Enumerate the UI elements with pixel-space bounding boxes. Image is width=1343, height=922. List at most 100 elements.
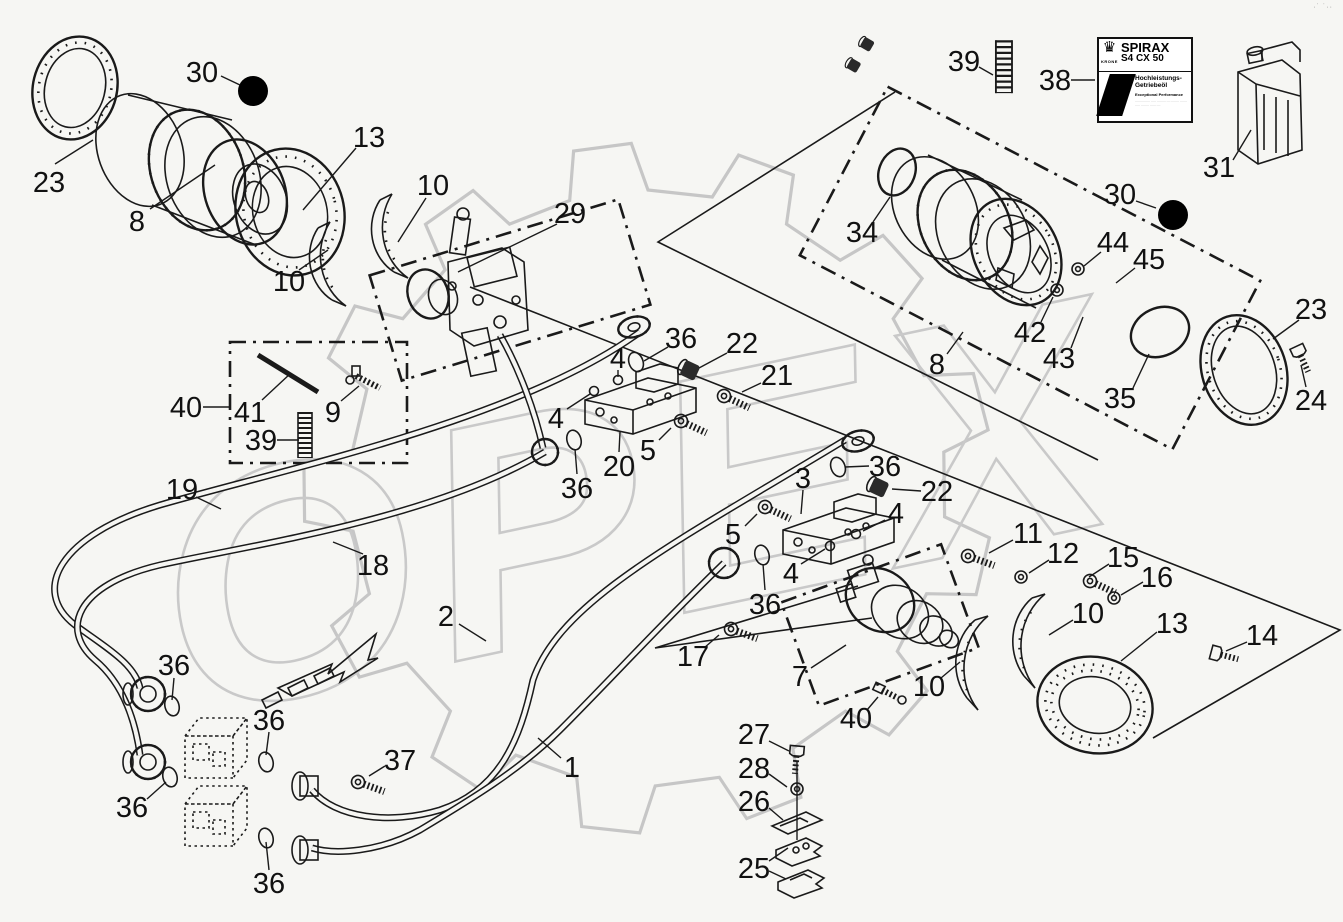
callout-leader <box>298 249 329 271</box>
callout-leader <box>744 513 758 527</box>
fitting-40 <box>871 681 907 705</box>
hydraulic-motor-7 <box>835 554 960 649</box>
callout-leader <box>1300 364 1307 388</box>
callout-label: 10 <box>273 266 305 298</box>
oil-canister-31 <box>1237 41 1303 165</box>
phantom-manifold-block <box>183 783 249 847</box>
callout-leader <box>265 841 270 871</box>
callout-label: 36 <box>253 705 285 737</box>
drive-motor-8-right <box>890 154 1063 309</box>
clamp-half-25 <box>775 837 826 899</box>
callout-leader <box>810 644 847 669</box>
callout-label: 13 <box>353 122 385 154</box>
manifold-block-3 <box>782 493 895 565</box>
callout-label: 4 <box>888 498 904 530</box>
callout-label: 36 <box>116 792 148 824</box>
callout-label: 10 <box>913 671 945 703</box>
callout-leader <box>1120 631 1158 662</box>
oil-name: SPIRAX <box>1120 40 1170 55</box>
clamp-plate-26 <box>770 811 824 835</box>
callout-leader <box>261 372 292 401</box>
callout-leader <box>220 75 241 86</box>
callout-label: 4 <box>783 558 799 590</box>
callout-leader <box>762 563 766 591</box>
manifold-block-20 <box>584 363 697 435</box>
callout-leader <box>768 847 789 862</box>
marker-dot-30 <box>1158 200 1188 230</box>
label-swoosh-graphic <box>1096 74 1136 116</box>
callout-label: 16 <box>1141 562 1173 594</box>
callout-leader <box>1132 353 1150 389</box>
callout-leader <box>618 431 621 453</box>
shim-10 <box>955 615 989 711</box>
callout-label: 4 <box>610 343 626 375</box>
callout-label: 36 <box>869 451 901 483</box>
callout-label: 28 <box>738 753 770 785</box>
grease-fitting-9 <box>345 365 382 391</box>
shim-10 <box>308 221 347 307</box>
callout-label: 26 <box>738 786 770 818</box>
callout-label: 5 <box>725 519 741 551</box>
callout-leader <box>1225 641 1248 652</box>
flange-hose-end <box>291 835 319 865</box>
callout-label: 34 <box>846 217 878 249</box>
callout-leader <box>397 197 427 243</box>
callout-label: 5 <box>640 435 656 467</box>
callout-leader <box>988 539 1014 554</box>
callout-label: 30 <box>186 57 218 89</box>
callout-label: 21 <box>761 360 793 392</box>
brake-valve-assembly-29 <box>406 207 529 378</box>
callout-leader <box>872 196 891 223</box>
callout-leader <box>1028 559 1050 574</box>
scan-artifact-mark: ·˙ ˙·· <box>1313 4 1333 11</box>
gasket-o-ring-34 <box>876 147 918 197</box>
callout-label: 13 <box>1156 608 1188 640</box>
oil-tagline: Exceptional Performance <box>1135 92 1184 97</box>
callout-label: 19 <box>166 474 198 506</box>
detail-box-right <box>798 84 1262 452</box>
drive-motor-8-left <box>95 92 289 246</box>
callout-leader <box>658 427 672 441</box>
callout-leader <box>302 147 357 211</box>
plug-43 <box>843 55 862 74</box>
callout-leader <box>1135 200 1157 209</box>
callout-leader <box>1070 316 1084 349</box>
flange-13-right <box>1036 655 1154 755</box>
callout-leader <box>566 393 591 410</box>
callout-leader <box>862 519 886 532</box>
detail-box-29 <box>367 197 653 383</box>
callout-leader <box>265 731 270 756</box>
callout-leader <box>768 870 787 880</box>
callout-leader <box>1083 251 1102 267</box>
callout-label: 35 <box>1104 383 1136 415</box>
detail-box-7 <box>779 542 981 708</box>
callout-leader <box>340 385 360 402</box>
watermark-gear <box>302 141 992 835</box>
callout-label: 36 <box>253 868 285 900</box>
plug-45 <box>856 34 876 53</box>
callout-label: 30 <box>1104 179 1136 211</box>
shim-10 <box>370 193 409 279</box>
callout-leader <box>940 661 961 679</box>
threaded-stud-39 <box>996 40 1012 93</box>
callout-label: 11 <box>1013 518 1043 550</box>
callout-label: 39 <box>948 46 980 78</box>
callout-leader <box>800 548 826 565</box>
callout-leader <box>574 448 578 475</box>
callout-leader <box>171 677 175 701</box>
callout-label: 17 <box>677 641 709 673</box>
flange-hose-end <box>291 771 319 801</box>
callout-label: 40 <box>840 703 872 735</box>
callout-leader <box>54 139 94 165</box>
callout-label: 25 <box>738 853 770 885</box>
callout-label: 10 <box>1072 598 1104 630</box>
callout-leader <box>978 66 994 76</box>
callout-leader <box>332 541 364 555</box>
callout-label: 41 <box>234 397 266 429</box>
callout-leader <box>1272 319 1300 340</box>
callout-label: 27 <box>738 719 770 751</box>
hydraulic-hoses <box>51 329 847 855</box>
callout-leader <box>768 773 788 788</box>
